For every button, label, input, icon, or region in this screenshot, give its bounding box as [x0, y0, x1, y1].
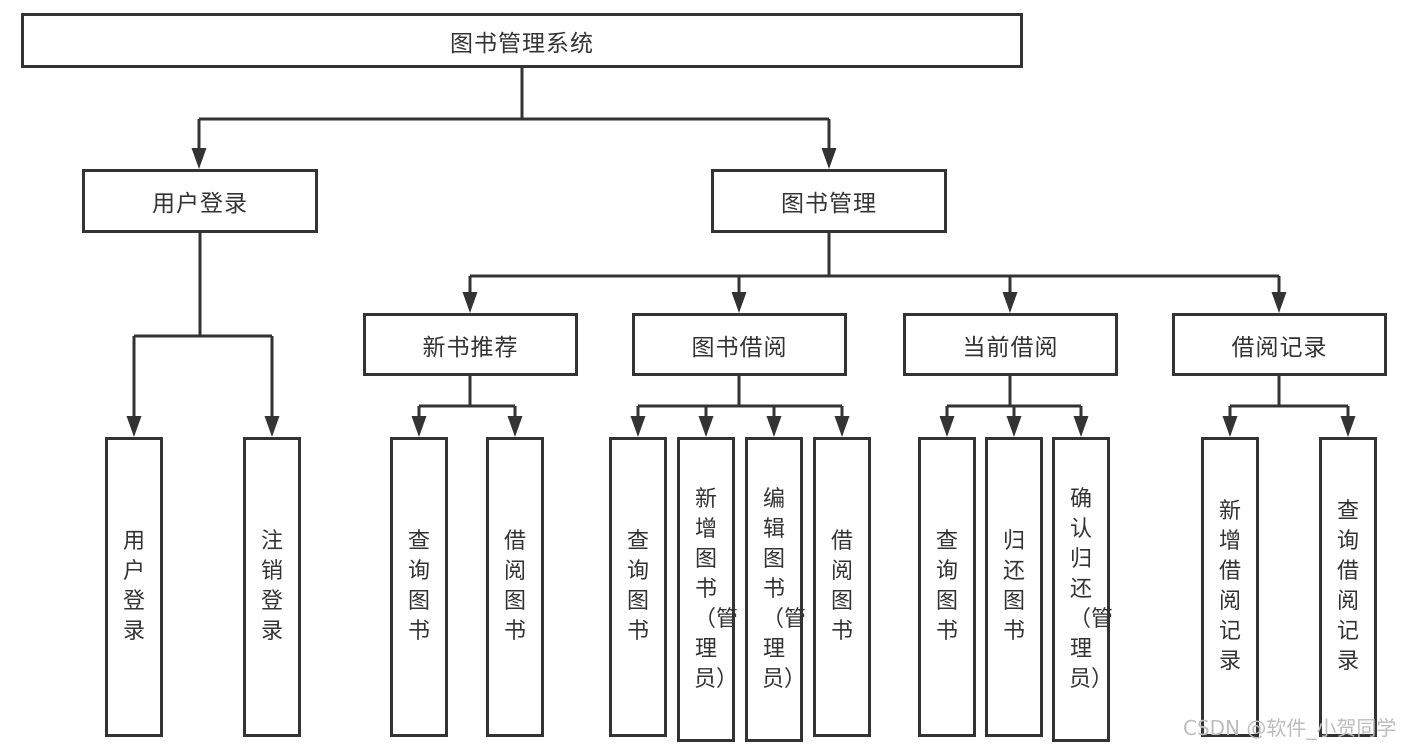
node-label: 图书管理 — [781, 191, 877, 217]
node-label: 查询图书 — [626, 529, 649, 644]
node-label: 用户登录 — [122, 529, 145, 644]
node-label: 新增借阅记录 — [1218, 499, 1241, 674]
node-label: 查询图书 — [407, 529, 430, 644]
node-borrow-books-borrowing: 借阅图书 — [813, 437, 871, 737]
node-label: 借阅图书 — [830, 529, 853, 644]
node-library-management-system: 图书管理系统 — [21, 13, 1023, 68]
node-label: 图书管理系统 — [450, 30, 594, 57]
node-query-books-current: 查询图书 — [918, 437, 976, 737]
node-user-login-group: 用户登录 — [82, 169, 318, 233]
node-book-management: 图书管理 — [711, 169, 947, 233]
node-label: 查询借阅记录 — [1336, 499, 1359, 674]
node-label: 查询图书 — [935, 529, 958, 644]
node-borrowing-records: 借阅记录 — [1172, 313, 1387, 376]
node-label: 当前借阅 — [962, 334, 1059, 361]
node-add-borrow-record: 新增借阅记录 — [1201, 437, 1259, 737]
node-label: 用户登录 — [152, 191, 248, 217]
node-edit-books-admin: 编辑图书（管理员） — [745, 437, 807, 742]
node-new-book-recommendation: 新书推荐 — [363, 313, 578, 376]
node-label: 图书借阅 — [691, 334, 788, 361]
node-query-books-recommend: 查询图书 — [390, 437, 448, 737]
node-confirm-return-admin: 确认归还（管理员） — [1052, 437, 1114, 742]
node-label: 新书推荐 — [422, 334, 519, 361]
node-label: 新增图书（管理员） — [694, 486, 739, 692]
node-current-borrowing: 当前借阅 — [903, 313, 1118, 376]
node-label: 借阅图书 — [503, 529, 526, 644]
node-user-login: 用户登录 — [105, 437, 163, 737]
node-book-borrowing: 图书借阅 — [632, 313, 847, 376]
node-return-books: 归还图书 — [985, 437, 1043, 737]
node-query-borrow-record: 查询借阅记录 — [1319, 437, 1377, 737]
node-add-books-admin: 新增图书（管理员） — [677, 437, 739, 742]
node-label: 确认归还（管理员） — [1069, 486, 1114, 692]
node-query-books-borrowing: 查询图书 — [609, 437, 667, 737]
csdn-watermark: CSDN @软件_小贺同学 — [1183, 716, 1397, 740]
node-label: 借阅记录 — [1231, 334, 1328, 361]
node-logout: 注销登录 — [243, 437, 301, 737]
node-label: 注销登录 — [260, 529, 283, 644]
node-borrow-books-recommend: 借阅图书 — [486, 437, 544, 737]
node-label: 编辑图书（管理员） — [762, 486, 807, 692]
node-label: 归还图书 — [1002, 529, 1025, 644]
